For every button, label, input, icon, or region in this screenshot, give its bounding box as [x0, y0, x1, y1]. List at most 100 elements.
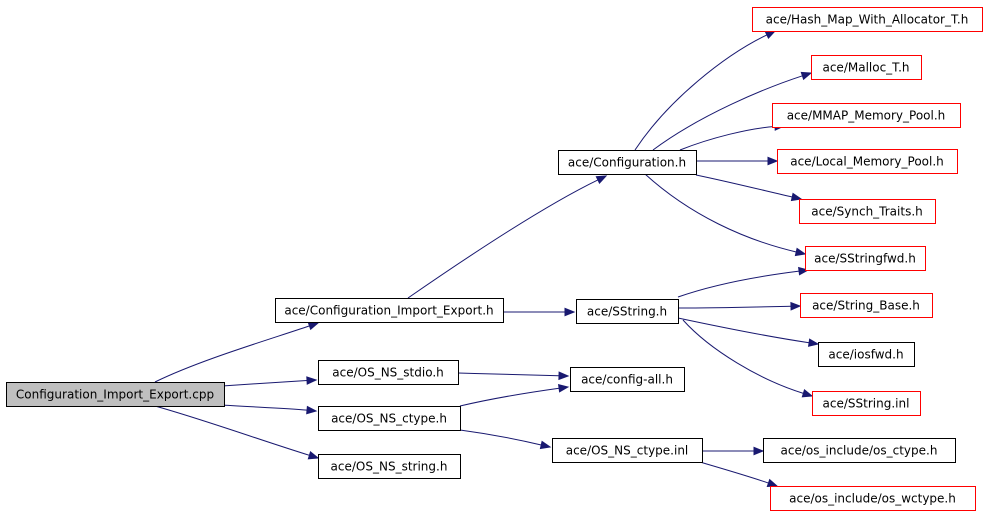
arrowhead	[306, 376, 318, 385]
node-box[interactable]	[799, 199, 936, 224]
arrowhead	[801, 389, 814, 398]
edge-line	[679, 126, 776, 151]
node-box[interactable]	[275, 298, 504, 323]
edges-layer	[154, 30, 820, 488]
node-cie_h[interactable]: ace/Configuration_Import_Export.h	[275, 298, 504, 323]
node-label: ace/Malloc_T.h	[822, 61, 909, 75]
arrowhead	[790, 192, 803, 202]
node-hashmap[interactable]: ace/Hash_Map_With_Allocator_T.h	[752, 7, 983, 32]
node-box[interactable]	[818, 342, 915, 367]
edge-line	[695, 174, 793, 198]
edge-line	[682, 319, 804, 394]
node-sstring[interactable]: ace/SString.h	[576, 299, 679, 324]
node-box[interactable]	[812, 391, 921, 416]
edge-conf-to-hashmap	[634, 30, 777, 151]
edge-root-to-cie_h	[154, 321, 320, 383]
node-box[interactable]	[6, 382, 225, 407]
edge-root-to-ctype	[221, 404, 318, 415]
node-label: ace/Synch_Traits.h	[811, 205, 922, 219]
node-box[interactable]	[772, 103, 961, 128]
arrowhead	[767, 156, 779, 166]
arrowhead	[790, 301, 802, 311]
node-box[interactable]	[805, 246, 926, 271]
node-box[interactable]	[777, 149, 958, 174]
edge-line	[457, 372, 560, 377]
node-box[interactable]	[318, 406, 461, 431]
node-configall[interactable]: ace/config-all.h	[570, 367, 685, 392]
edge-sstring-to-iosfwd	[677, 317, 820, 347]
node-label: ace/MMAP_Memory_Pool.h	[787, 109, 946, 123]
arrowhead	[558, 371, 570, 381]
edge-conf-to-sstringfwd	[644, 173, 807, 257]
edge-line	[221, 380, 308, 387]
node-box[interactable]	[770, 486, 976, 511]
edge-ctype-to-ctypeinl	[459, 429, 552, 450]
edge-line	[677, 317, 810, 344]
node-ctype[interactable]: ace/OS_NS_ctype.h	[318, 406, 461, 431]
node-localmem[interactable]: ace/Local_Memory_Pool.h	[777, 149, 958, 174]
node-label: ace/OS_NS_stdio.h	[332, 366, 444, 380]
edge-sstring-to-sstringinl	[682, 319, 814, 398]
edge-line	[154, 405, 310, 456]
edge-line	[644, 173, 797, 253]
edge-stdio-to-configall	[457, 371, 570, 381]
node-label: ace/OS_NS_string.h	[331, 460, 448, 474]
node-label: ace/Local_Memory_Pool.h	[790, 155, 944, 169]
node-label: ace/SStringfwd.h	[814, 252, 916, 266]
node-label: ace/String_Base.h	[812, 299, 920, 313]
node-label: ace/os_include/os_ctype.h	[781, 444, 938, 458]
node-box[interactable]	[552, 438, 703, 463]
arrowhead	[307, 321, 320, 331]
edge-ctypeinl-to-osctype	[701, 446, 765, 456]
node-stringbase[interactable]: ace/String_Base.h	[800, 293, 933, 318]
edge-line	[154, 325, 310, 383]
node-conf[interactable]: ace/Configuration.h	[558, 150, 697, 175]
arrowhead	[753, 446, 765, 456]
node-osctype[interactable]: ace/os_include/os_ctype.h	[763, 438, 956, 463]
node-mmap[interactable]: ace/MMAP_Memory_Pool.h	[772, 103, 961, 128]
edge-line	[459, 429, 542, 446]
node-box[interactable]	[763, 438, 956, 463]
node-root[interactable]: Configuration_Import_Export.cpp	[6, 382, 225, 407]
node-label: ace/config-all.h	[581, 373, 673, 387]
edge-line	[677, 305, 792, 309]
node-oswctype[interactable]: ace/os_include/os_wctype.h	[770, 486, 976, 511]
edge-ctype-to-configall	[459, 384, 570, 407]
arrowhead	[794, 247, 807, 257]
edge-conf-to-malloc	[652, 71, 813, 151]
arrowhead	[595, 175, 608, 185]
edge-conf-to-mmap	[679, 122, 786, 151]
node-box[interactable]	[558, 150, 697, 175]
node-box[interactable]	[318, 454, 461, 479]
node-sstringinl[interactable]: ace/SString.inl	[812, 391, 921, 416]
node-iosfwd[interactable]: ace/iosfwd.h	[818, 342, 915, 367]
node-synch[interactable]: ace/Synch_Traits.h	[799, 199, 936, 224]
node-string[interactable]: ace/OS_NS_string.h	[318, 454, 461, 479]
edge-conf-to-localmem	[696, 156, 779, 166]
node-box[interactable]	[752, 7, 983, 32]
arrowhead	[564, 307, 576, 317]
arrowhead	[766, 478, 779, 488]
arrowhead	[798, 266, 810, 276]
edge-line	[459, 387, 560, 407]
node-box[interactable]	[318, 360, 459, 385]
nodes-layer: Configuration_Import_Export.cpp ace/Confi…	[6, 7, 983, 511]
node-label: ace/OS_NS_ctype.inl	[566, 444, 689, 458]
edge-line	[652, 75, 803, 151]
edge-root-to-string	[154, 405, 320, 460]
node-stdio[interactable]: ace/OS_NS_stdio.h	[318, 360, 459, 385]
node-sstringfwd[interactable]: ace/SStringfwd.h	[805, 246, 926, 271]
node-label: ace/Configuration.h	[568, 156, 686, 170]
node-box[interactable]	[576, 299, 679, 324]
node-ctypeinl[interactable]: ace/OS_NS_ctype.inl	[552, 438, 703, 463]
edge-cie_h-to-sstring	[502, 307, 576, 317]
node-box[interactable]	[570, 367, 685, 392]
node-label: ace/SString.inl	[823, 397, 910, 411]
node-box[interactable]	[800, 293, 933, 318]
node-malloc[interactable]: ace/Malloc_T.h	[811, 55, 922, 80]
edge-line	[221, 404, 308, 411]
edge-line	[634, 34, 768, 151]
edge-line	[699, 461, 769, 484]
node-box[interactable]	[811, 55, 922, 80]
